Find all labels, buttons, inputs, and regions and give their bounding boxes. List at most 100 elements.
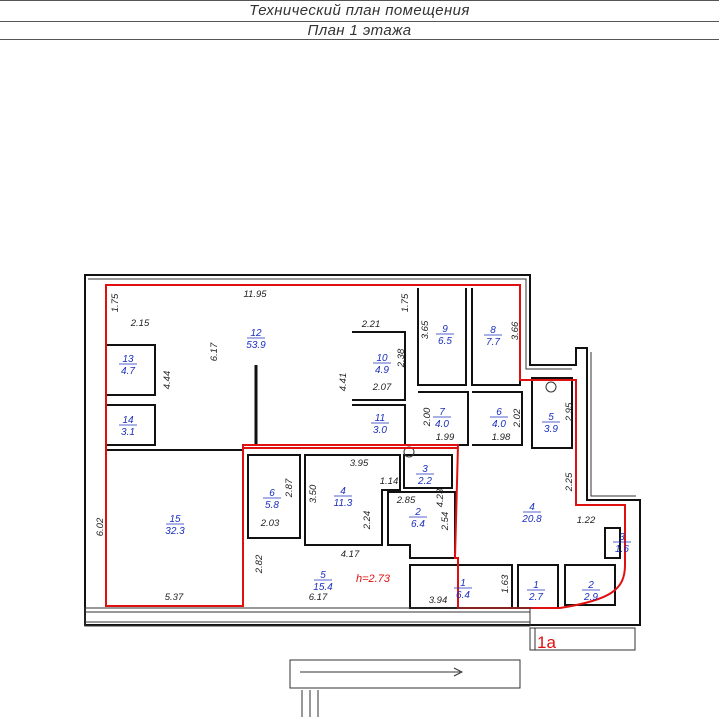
room-area: 6.4 bbox=[456, 590, 470, 601]
plan-title: Технический план помещения bbox=[249, 1, 470, 19]
outer-walls bbox=[84, 274, 641, 626]
room-r6b: 64.0 bbox=[490, 407, 508, 430]
dimension-label: 2.54 bbox=[440, 512, 451, 532]
dimension-label: 1.98 bbox=[492, 432, 511, 443]
room-r1: 16.4 bbox=[454, 578, 472, 601]
room-number: 12 bbox=[250, 328, 262, 339]
room-r7b: 74.0 bbox=[433, 407, 451, 430]
dimension-label: 4.23 bbox=[435, 488, 446, 507]
room-area: 2.9 bbox=[583, 592, 598, 603]
dimension-label: 4.17 bbox=[341, 549, 360, 560]
room-number: 1 bbox=[533, 580, 539, 591]
room-number: 10 bbox=[376, 353, 388, 364]
dimension-label: 1.22 bbox=[577, 515, 596, 526]
dimension-label: 3.66 bbox=[510, 321, 521, 340]
dimension-label: 3.50 bbox=[308, 484, 319, 503]
dimension-label: 2.02 bbox=[512, 408, 523, 428]
room-area: 1.6 bbox=[615, 544, 629, 555]
room-r4: 411.3 bbox=[334, 486, 353, 509]
room-number: 6 bbox=[269, 488, 275, 499]
room-area: 4.0 bbox=[435, 419, 449, 430]
entrance-label: 1а bbox=[537, 633, 556, 652]
dimension-label: 2.38 bbox=[396, 348, 407, 368]
room-number: 11 bbox=[375, 413, 385, 424]
dimension-label: 3.94 bbox=[429, 595, 448, 606]
dimension-label: 4.44 bbox=[162, 371, 173, 390]
room-r6: 65.8 bbox=[263, 488, 281, 511]
dimension-label: 1.75 bbox=[110, 293, 121, 312]
dimension-label: 2.82 bbox=[254, 554, 265, 574]
plan-subtitle: План 1 этажа bbox=[307, 22, 412, 39]
room-number: 14 bbox=[122, 415, 134, 426]
room-r1b: 12.7 bbox=[527, 580, 545, 603]
room-r3b: 31.6 bbox=[613, 532, 631, 555]
room-number: 13 bbox=[122, 354, 134, 365]
dimension-label: 1.63 bbox=[500, 574, 511, 593]
dimension-label: 2.03 bbox=[260, 518, 280, 529]
room-area: 15.4 bbox=[313, 582, 333, 593]
room-number: 5 bbox=[320, 570, 326, 581]
room-area: 11.3 bbox=[334, 498, 353, 509]
dimension-label: 2.95 bbox=[564, 402, 575, 422]
dimension-label: 2.15 bbox=[130, 318, 150, 329]
room-number: 2 bbox=[414, 507, 421, 518]
room-number: 3 bbox=[619, 532, 625, 543]
room-number: 3 bbox=[422, 464, 428, 475]
red-boundaries bbox=[105, 284, 626, 609]
room-area: 3.0 bbox=[373, 425, 387, 436]
dimension-label: 3.95 bbox=[350, 458, 369, 469]
dimension-label: 2.00 bbox=[422, 407, 433, 427]
room-area: 32.3 bbox=[165, 526, 185, 537]
room-r3: 32.2 bbox=[416, 464, 434, 487]
windows-bottom bbox=[84, 607, 531, 627]
room-area: 2.2 bbox=[417, 476, 432, 487]
room-area: 2.7 bbox=[528, 592, 543, 603]
porch-steps bbox=[289, 627, 636, 717]
room-number: 4 bbox=[529, 502, 535, 513]
room-area: 5.8 bbox=[265, 500, 279, 511]
room-r4b: 420.8 bbox=[521, 502, 542, 525]
room-number: 9 bbox=[442, 324, 448, 335]
room-area: 4.0 bbox=[492, 419, 506, 430]
ceiling-height-label: h=2.73 bbox=[356, 573, 391, 585]
dimension-label: 1.99 bbox=[436, 432, 455, 443]
room-labels: 16.426.432.2411.3515.465.81532.3143.1134… bbox=[119, 324, 631, 603]
plan-title-bar: Технический план помещения bbox=[0, 0, 719, 19]
room-r5b: 53.9 bbox=[542, 412, 560, 435]
room-number: 4 bbox=[340, 486, 346, 497]
room-number: 7 bbox=[439, 407, 445, 418]
room-number: 2 bbox=[587, 580, 594, 591]
dimension-label: 4.41 bbox=[338, 373, 349, 392]
room-r14: 143.1 bbox=[119, 415, 137, 438]
room-area: 6.4 bbox=[411, 519, 425, 530]
room-area: 20.8 bbox=[521, 514, 542, 525]
dimension-label: 2.07 bbox=[372, 382, 392, 393]
room-area: 4.7 bbox=[121, 366, 135, 377]
dimension-label: 3.65 bbox=[420, 320, 431, 339]
dimension-label: 1.14 bbox=[380, 476, 399, 487]
dimension-label: 6.17 bbox=[209, 342, 220, 361]
room-r5: 515.4 bbox=[313, 570, 333, 593]
dimension-label: 6.17 bbox=[309, 592, 328, 603]
dimension-label: 2.21 bbox=[361, 319, 381, 330]
room-area: 7.7 bbox=[486, 337, 500, 348]
room-number: 5 bbox=[548, 412, 554, 423]
dimension-label: 1.75 bbox=[400, 293, 411, 312]
room-r13: 134.7 bbox=[119, 354, 137, 377]
plan-subtitle-bar: План 1 этажа bbox=[0, 21, 719, 40]
dimension-label: 11.95 bbox=[243, 289, 267, 300]
dimension-label: 2.87 bbox=[284, 478, 295, 498]
room-r2b: 22.9 bbox=[582, 580, 600, 603]
dimension-label: 2.24 bbox=[362, 511, 373, 531]
room-r8: 87.7 bbox=[484, 325, 502, 348]
room-area: 3.1 bbox=[121, 427, 135, 438]
room-number: 8 bbox=[490, 325, 496, 336]
room-area: 53.9 bbox=[246, 340, 266, 351]
room-number: 1 bbox=[460, 578, 466, 589]
dimension-label: 2.85 bbox=[396, 495, 416, 506]
dimension-label: 5.37 bbox=[165, 592, 184, 603]
dimension-label: 6.02 bbox=[95, 517, 106, 536]
